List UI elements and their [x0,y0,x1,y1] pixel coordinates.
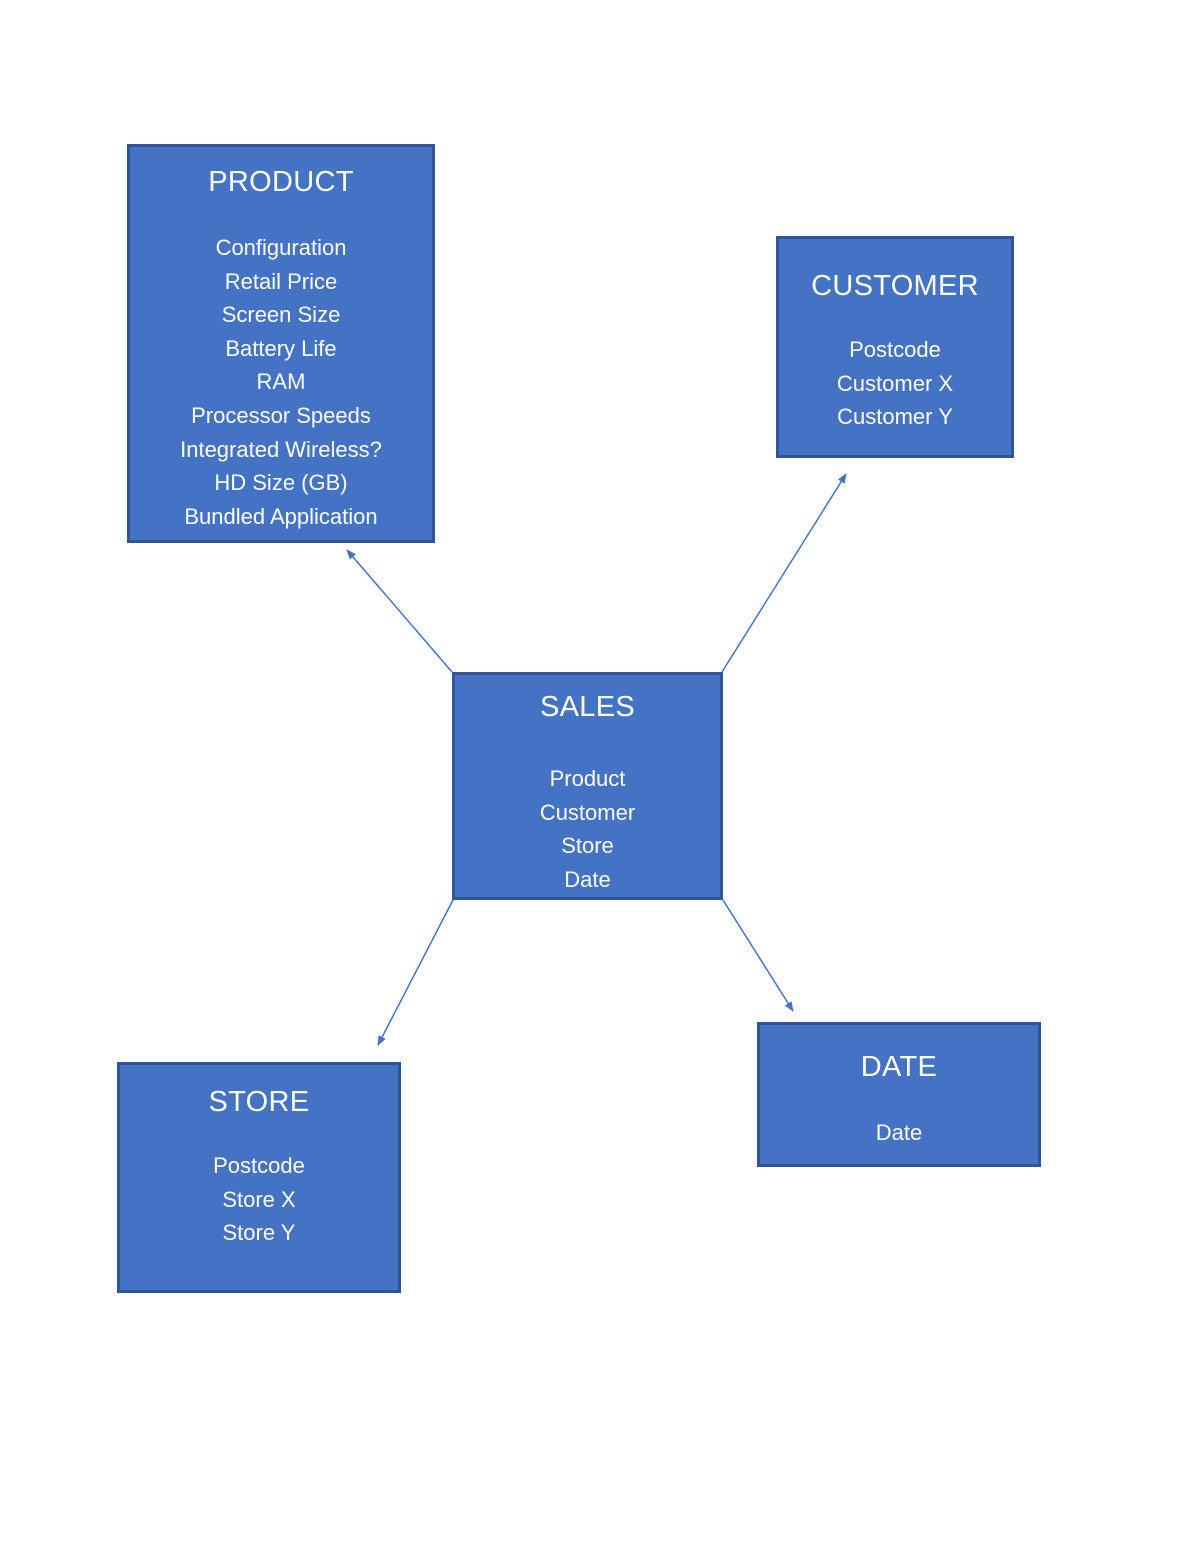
entity-product-attribute: RAM [256,369,306,395]
entity-sales-attribute: Date [564,866,611,892]
entity-sales-attribute: Store [561,833,614,859]
entity-product-attribute: HD Size (GB) [214,470,348,496]
entity-store-attribute: Store Y [222,1220,296,1246]
entity-sales-attribute: Product [549,766,626,791]
entity-product-attribute: Screen Size [221,302,341,328]
entity-product-attribute: Integrated Wireless? [180,436,382,462]
connector-sales-store [377,899,454,1046]
entity-product: PRODUCT Configuration Retail Price Scree… [127,144,435,543]
entity-customer-title: CUSTOMER [811,270,979,302]
entity-product-attributes: Configuration Retail Price Screen Size B… [130,231,432,533]
entity-customer: CUSTOMER Postcode Customer X Customer Y [776,236,1014,458]
entity-store-attribute: Store X [222,1186,296,1212]
entity-date-attribute: Date [875,1120,923,1145]
entity-sales: SALES Product Customer Store Date [452,672,723,900]
entity-product-attribute: Battery Life [225,335,337,361]
entity-date-title: DATE [860,1051,938,1083]
entity-sales-title: SALES [540,691,635,723]
entity-product-attribute: Bundled Application [184,503,378,529]
entity-customer-attribute: Customer X [836,370,954,396]
entity-store-attributes: Postcode Store X Store Y [120,1149,398,1250]
entity-customer-attribute: Customer Y [837,404,953,430]
entity-product-attribute: Retail Price [224,268,338,294]
connector-sales-customer [721,473,847,673]
connector-sales-date [722,899,794,1012]
entity-sales-attribute: Customer [539,799,636,825]
entity-date-attributes: Date [760,1116,1038,1150]
entity-sales-attributes: Product Customer Store Date [455,762,720,896]
entity-store-attribute: Postcode [213,1153,305,1178]
entity-product-attribute: Processor Speeds [191,402,371,428]
entity-product-attribute: Configuration [215,235,347,260]
entity-customer-attributes: Postcode Customer X Customer Y [779,333,1011,434]
entity-date: DATE Date [757,1022,1041,1167]
entity-product-title: PRODUCT [208,166,354,198]
entity-store-title: STORE [208,1086,310,1118]
entity-customer-attribute: Postcode [849,337,941,362]
connector-sales-product [346,549,453,673]
entity-store: STORE Postcode Store X Store Y [117,1062,401,1293]
